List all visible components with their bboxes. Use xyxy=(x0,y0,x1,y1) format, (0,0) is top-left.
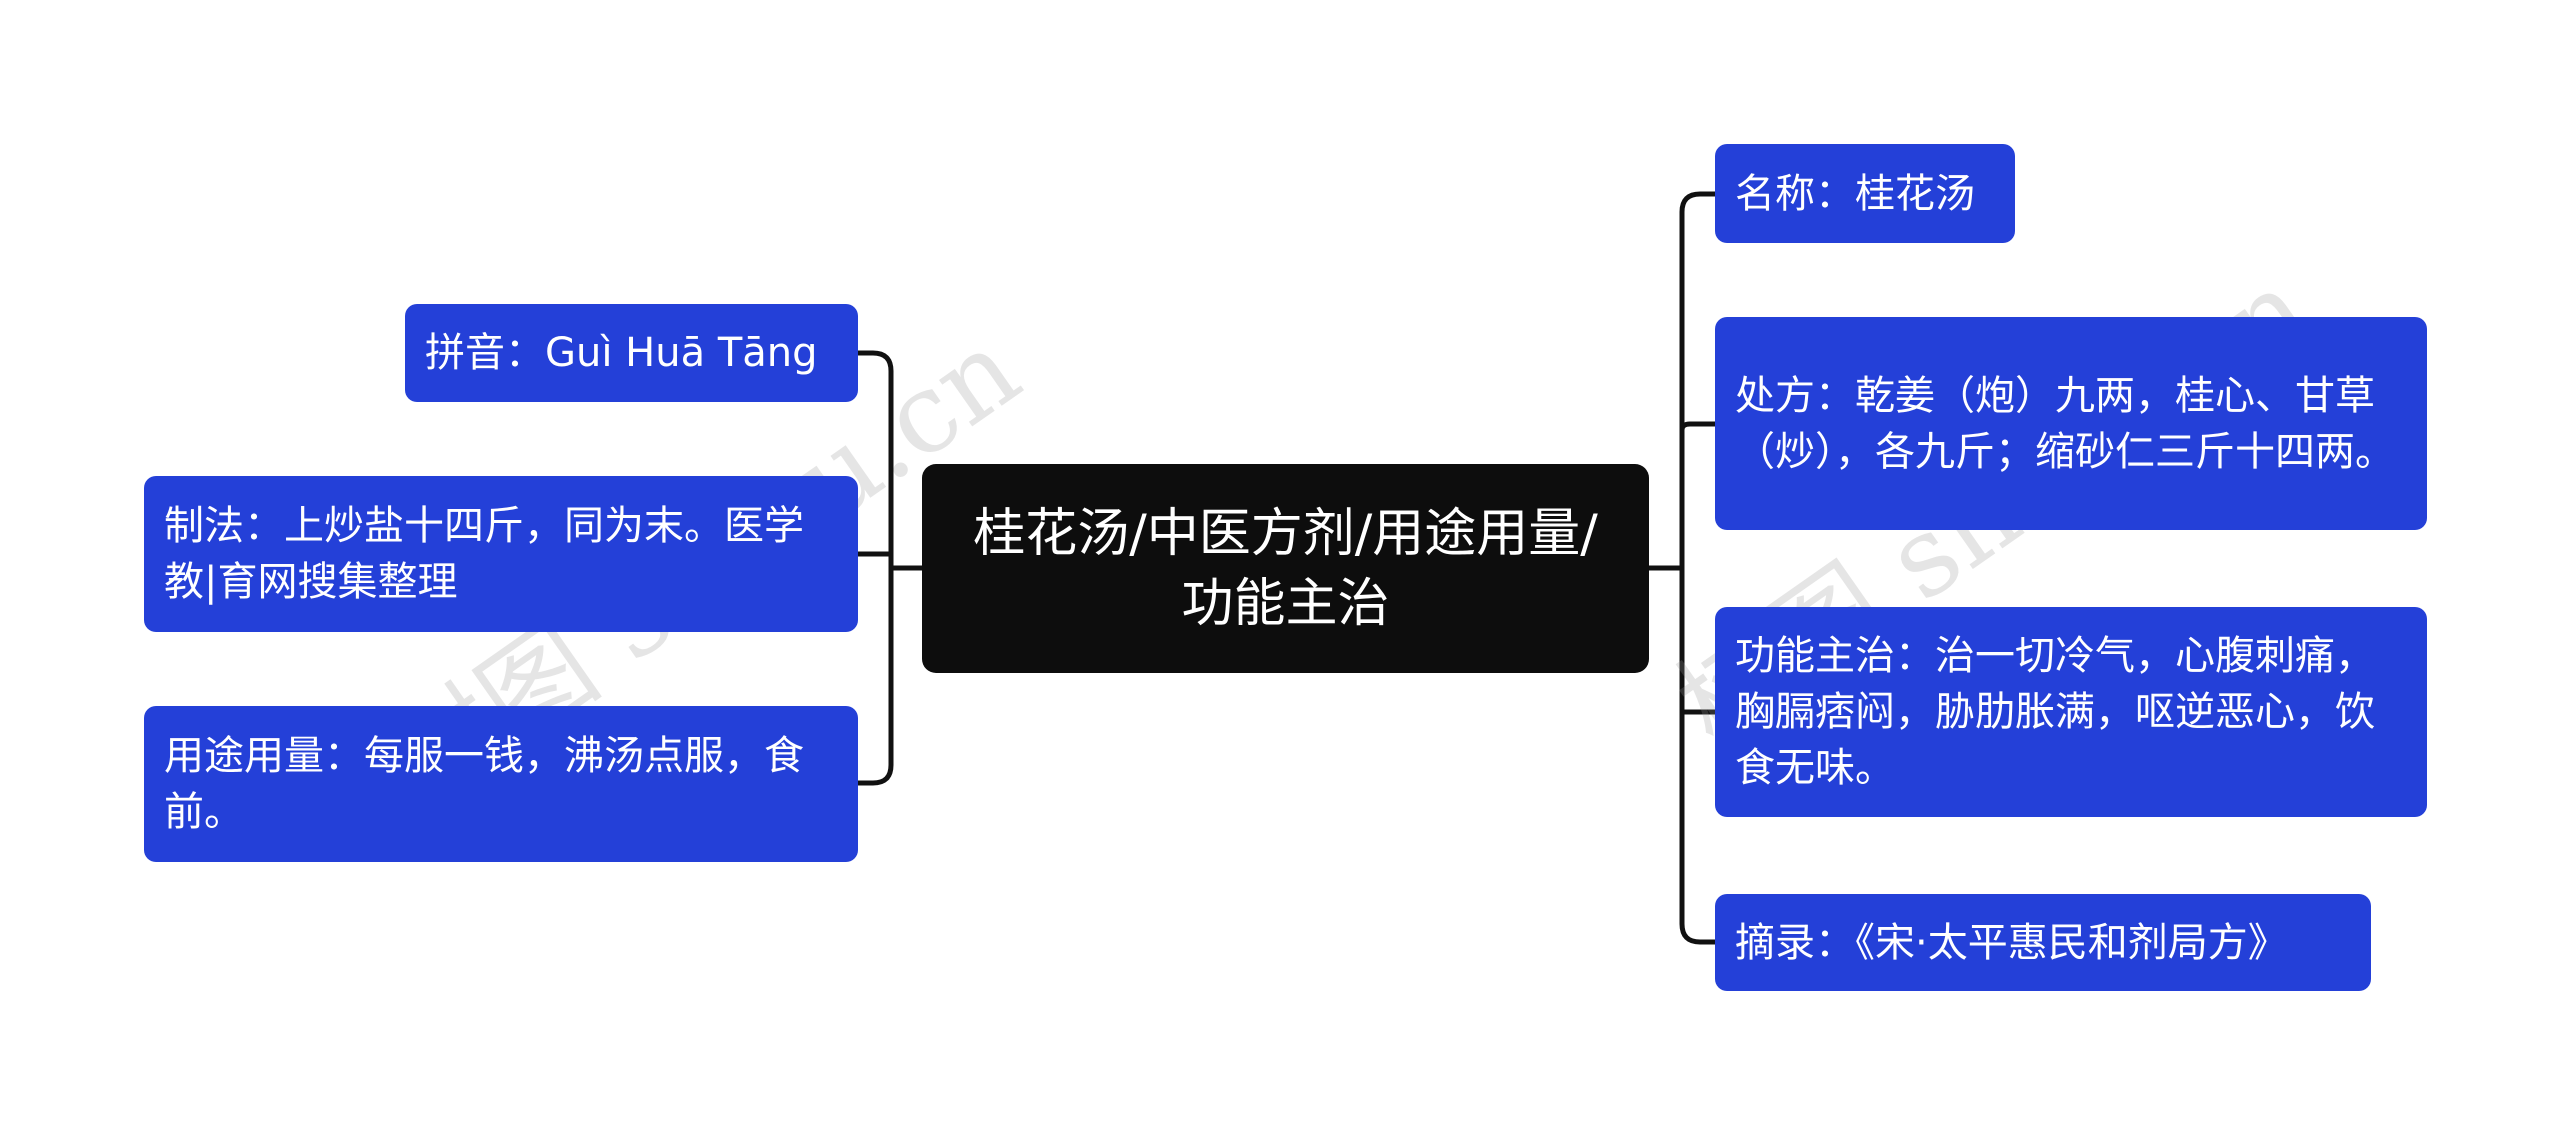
node-zhifa[interactable]: 制法：上炒盐十四斤，同为末。医学教|育网搜集整理 xyxy=(144,476,858,632)
central-topic-label: 桂花汤/中医方剂/用途用量/功能主治 xyxy=(973,503,1598,634)
node-label: 用途用量：每服一钱，沸汤点服，食前。 xyxy=(164,733,804,835)
connector-right-chufang xyxy=(1679,421,1715,431)
node-label: 摘录：《宋·太平惠民和剂局方》 xyxy=(1735,919,2288,966)
node-label: 名称：桂花汤 xyxy=(1735,170,1975,217)
connector-left-pinyin xyxy=(858,350,894,786)
node-indications[interactable]: 功能主治：治一切冷气，心腹刺痛，胸膈痞闷，胁肋胀满，呕逆恶心，饮食无味。 xyxy=(1715,607,2427,817)
node-source[interactable]: 摘录：《宋·太平惠民和剂局方》 xyxy=(1715,894,2371,991)
node-usage-dosage[interactable]: 用途用量：每服一钱，沸汤点服，食前。 xyxy=(144,706,858,862)
node-prescription[interactable]: 处方：乾姜（炮）九两，桂心、甘草（炒），各九斤；缩砂仁三斤十四两。 xyxy=(1715,317,2427,530)
node-name[interactable]: 名称：桂花汤 xyxy=(1715,144,2015,243)
central-topic[interactable]: 桂花汤/中医方剂/用途用量/功能主治 xyxy=(922,464,1649,673)
connector-right-spine xyxy=(1679,191,1715,945)
node-label: 处方：乾姜（炮）九两，桂心、甘草（炒），各九斤；缩砂仁三斤十四两。 xyxy=(1735,372,2395,475)
node-label: 制法：上炒盐十四斤，同为末。医学教|育网搜集整理 xyxy=(164,503,804,605)
node-pinyin[interactable]: 拼音：Guì Huā Tāng xyxy=(405,304,858,402)
node-label: 拼音：Guì Huā Tāng xyxy=(425,330,818,376)
node-label: 功能主治：治一切冷气，心腹刺痛，胸膈痞闷，胁肋胀满，呕逆恶心，饮食无味。 xyxy=(1735,633,2375,791)
